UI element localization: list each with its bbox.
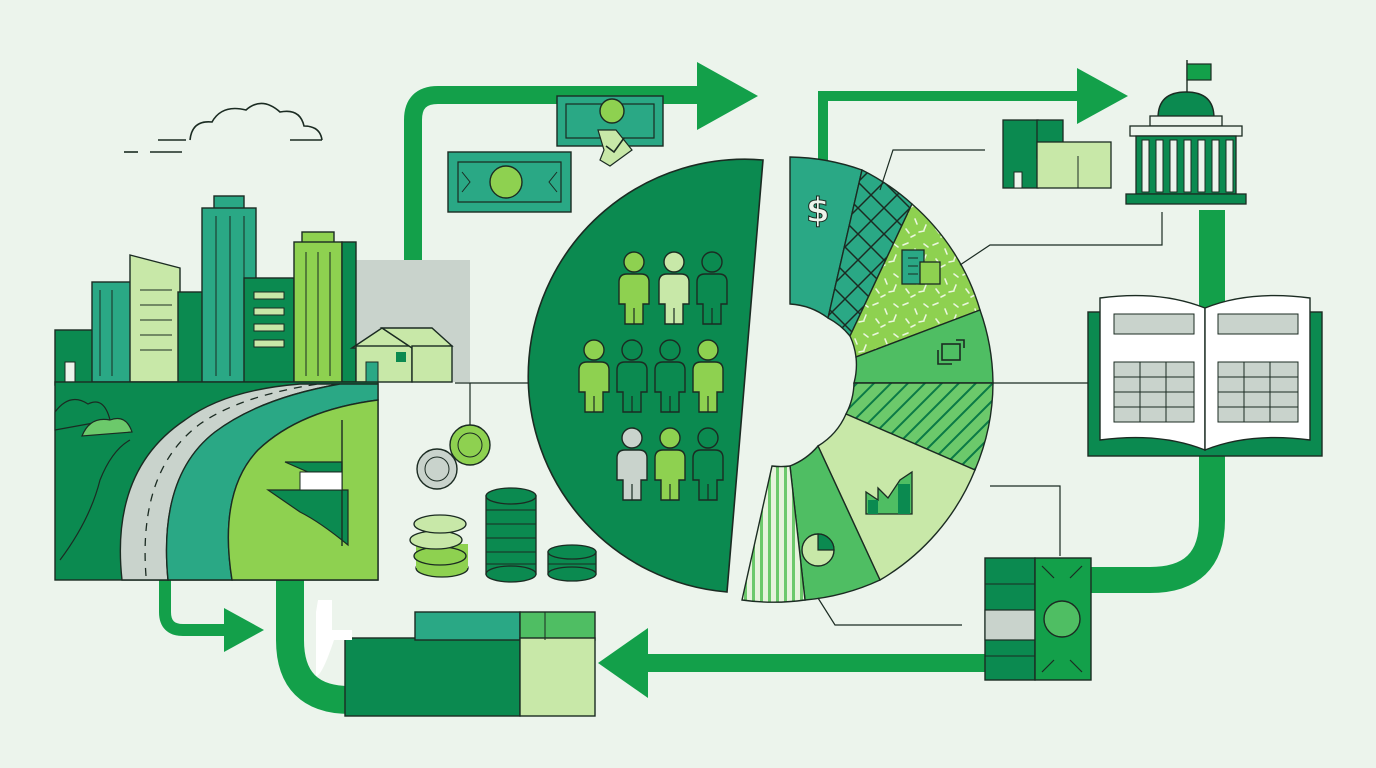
building-icon bbox=[243, 277, 295, 383]
cloud-icon bbox=[189, 102, 323, 141]
building-icon bbox=[129, 254, 181, 383]
arrow-top-right bbox=[818, 91, 1080, 165]
flow-arrows bbox=[159, 62, 1225, 714]
money-check-icon bbox=[556, 95, 664, 167]
person-icon bbox=[578, 339, 610, 413]
factory-icon bbox=[865, 470, 913, 515]
person-icon bbox=[696, 251, 728, 325]
building-icon bbox=[293, 231, 357, 383]
donut-segment-thin-stripes bbox=[741, 465, 806, 603]
arrow-head-small-left bbox=[224, 608, 264, 652]
office-building-icon bbox=[901, 249, 941, 285]
ledger-book-icon bbox=[1087, 294, 1323, 457]
arrow-head-top-left bbox=[697, 62, 758, 130]
person-icon bbox=[658, 251, 690, 325]
arrow-head-top-right bbox=[1077, 68, 1128, 124]
person-icon bbox=[654, 339, 686, 413]
pie-chart-icon bbox=[801, 533, 835, 567]
person-icon bbox=[692, 427, 724, 501]
person-icon bbox=[654, 427, 686, 501]
building-blocks-icon bbox=[1002, 119, 1112, 189]
cash-stack-icon bbox=[984, 557, 1092, 681]
person-icon bbox=[616, 427, 648, 501]
arrow-top-left bbox=[404, 86, 700, 330]
city-illustration bbox=[54, 102, 470, 581]
coins-icon bbox=[409, 382, 597, 583]
person-icon bbox=[692, 339, 724, 413]
arrow-head-bottom-left bbox=[598, 628, 648, 698]
donut-chart-graphic: $ bbox=[741, 149, 1163, 626]
building-icon bbox=[91, 281, 133, 383]
dollar-icon: $ bbox=[806, 191, 830, 231]
swap-icon bbox=[937, 339, 965, 365]
bottom-blocks bbox=[316, 600, 596, 717]
money-bill-icon bbox=[447, 151, 572, 213]
government-building-icon bbox=[1125, 60, 1247, 205]
arrow-small-left bbox=[159, 580, 228, 636]
people-group-icon bbox=[578, 251, 728, 501]
house-icon bbox=[349, 327, 454, 383]
arrow-right-down bbox=[1090, 210, 1225, 593]
population-half-circle bbox=[527, 158, 764, 593]
person-icon bbox=[616, 339, 648, 413]
person-icon bbox=[618, 251, 650, 325]
